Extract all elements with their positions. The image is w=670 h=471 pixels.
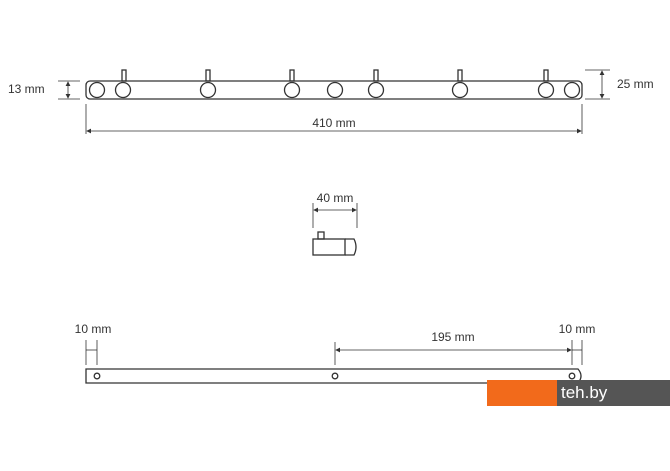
hook-knob bbox=[283, 81, 301, 99]
dim-25mm: 25 mm bbox=[617, 77, 654, 91]
dimension-lines bbox=[58, 69, 610, 365]
top-view-rail bbox=[85, 69, 583, 100]
hook-peg bbox=[121, 69, 127, 82]
dim-10mm-left: 10 mm bbox=[75, 322, 112, 336]
hook-knob bbox=[88, 81, 106, 99]
hook-peg bbox=[205, 69, 211, 82]
hook-knob bbox=[537, 81, 555, 99]
hook-peg bbox=[457, 69, 463, 82]
dim-40mm: 40 mm bbox=[317, 191, 354, 205]
hook-knob bbox=[326, 81, 344, 99]
dim-10mm-right: 10 mm bbox=[559, 322, 596, 336]
watermark-text: teh.by bbox=[557, 380, 670, 406]
watermark-logo: teh.by bbox=[487, 380, 670, 406]
hook-knob bbox=[367, 81, 385, 99]
hook-knob bbox=[114, 81, 132, 99]
side-view-hook bbox=[312, 231, 357, 256]
dim-13mm: 13 mm bbox=[8, 82, 45, 96]
dim-195mm: 195 mm bbox=[431, 330, 474, 344]
hook-peg bbox=[543, 69, 549, 82]
hook-peg bbox=[289, 69, 295, 82]
hook-knob bbox=[451, 81, 469, 99]
dim-410mm: 410 mm bbox=[312, 116, 355, 130]
hook-knob bbox=[563, 81, 581, 99]
hook-peg bbox=[373, 69, 379, 82]
hook-knob bbox=[199, 81, 217, 99]
